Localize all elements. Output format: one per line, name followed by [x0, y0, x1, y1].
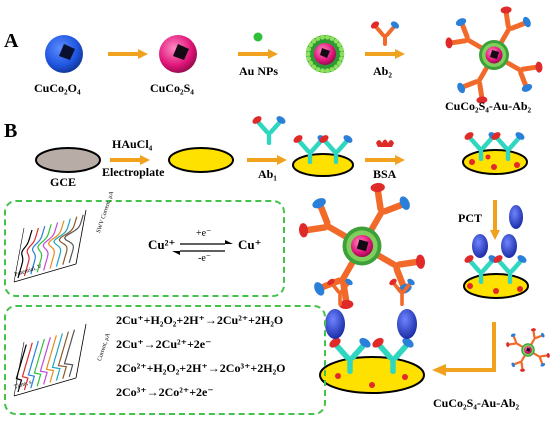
- gce-electrode: [35, 147, 101, 173]
- label-cuplus: Cu⁺: [238, 237, 262, 252]
- panel-label-b: B: [4, 120, 18, 142]
- label-ab2: Ab₂: [373, 64, 392, 78]
- cuco2s4-au-ab2-conjugate: [441, 2, 548, 109]
- conjugate-small: [502, 324, 550, 376]
- label-ab1: Ab₁: [258, 167, 277, 181]
- label-cuco2s4: CuCo₂S₄: [150, 81, 194, 95]
- sandwich-electrode: [319, 275, 425, 394]
- label-gce: GCE: [50, 175, 77, 189]
- arrow-b3: [365, 155, 405, 165]
- row-b-assembly: [35, 115, 550, 394]
- amperometric-plot: [13, 323, 87, 397]
- gold-electrode: [168, 147, 234, 173]
- au-np-dot: [253, 32, 263, 42]
- label-au-nps: Au NPs: [239, 64, 279, 78]
- row-a-synthesis: [45, 2, 547, 109]
- cuco2s4-au-particle: [305, 34, 345, 74]
- swv-plot: [13, 209, 87, 283]
- equation-3: 2Co²⁺+H₂O₂+2H⁺→2Co³⁺+2H₂O: [116, 361, 286, 375]
- swv-box: [4, 200, 285, 297]
- ab1-antibody: [251, 115, 287, 145]
- redox-arrows: [172, 240, 233, 255]
- label-cu2plus: Cu²⁺: [148, 237, 176, 252]
- arrow-a3: [365, 49, 405, 59]
- electrode-with-ab1: [292, 134, 354, 177]
- arrow-a2: [238, 49, 278, 59]
- pct-antigen: [509, 205, 523, 229]
- label-plus-e: +e⁻: [196, 228, 212, 239]
- label-haucl4: HAuCl₄: [112, 137, 153, 151]
- equation-box: [4, 305, 326, 415]
- electrode-with-antigen: [463, 234, 528, 299]
- arrow-a1: [108, 49, 148, 59]
- ab2-antibody: [367, 17, 403, 48]
- cuco2s4-particle: [159, 35, 197, 73]
- label-electroplate: Electroplate: [102, 165, 165, 179]
- cuco2o4-particle: [45, 35, 83, 73]
- label-bsa: BSA: [373, 167, 397, 181]
- arrow-pct: [490, 200, 500, 240]
- label-minus-e: -e⁻: [198, 253, 212, 264]
- return-arrow: [432, 322, 496, 376]
- label-cuco2o4: CuCo₂O₄: [34, 81, 81, 95]
- electrode-with-bsa: [463, 131, 527, 175]
- panel-label-a: A: [4, 30, 19, 52]
- arrow-b2: [247, 155, 287, 165]
- equation-4: 2Co³⁺→2Co²⁺+2e⁻: [116, 385, 214, 399]
- arrow-b1: [110, 155, 150, 165]
- label-conjugate: CuCo₂S₄-Au-Ab₂: [445, 99, 532, 113]
- label-pct: PCT: [458, 211, 482, 225]
- label-conjugate-bottom: CuCo₂S₄-Au-Ab₂: [433, 396, 520, 410]
- equation-1: 2Cu⁺+H₂O₂+2H⁺→2Cu²⁺+2H₂O: [116, 313, 284, 327]
- bsa-molecule: [376, 139, 394, 147]
- conjugate-large: [293, 177, 432, 316]
- equation-2: 2Cu⁺→2Cu²⁺+2e⁻: [116, 337, 212, 351]
